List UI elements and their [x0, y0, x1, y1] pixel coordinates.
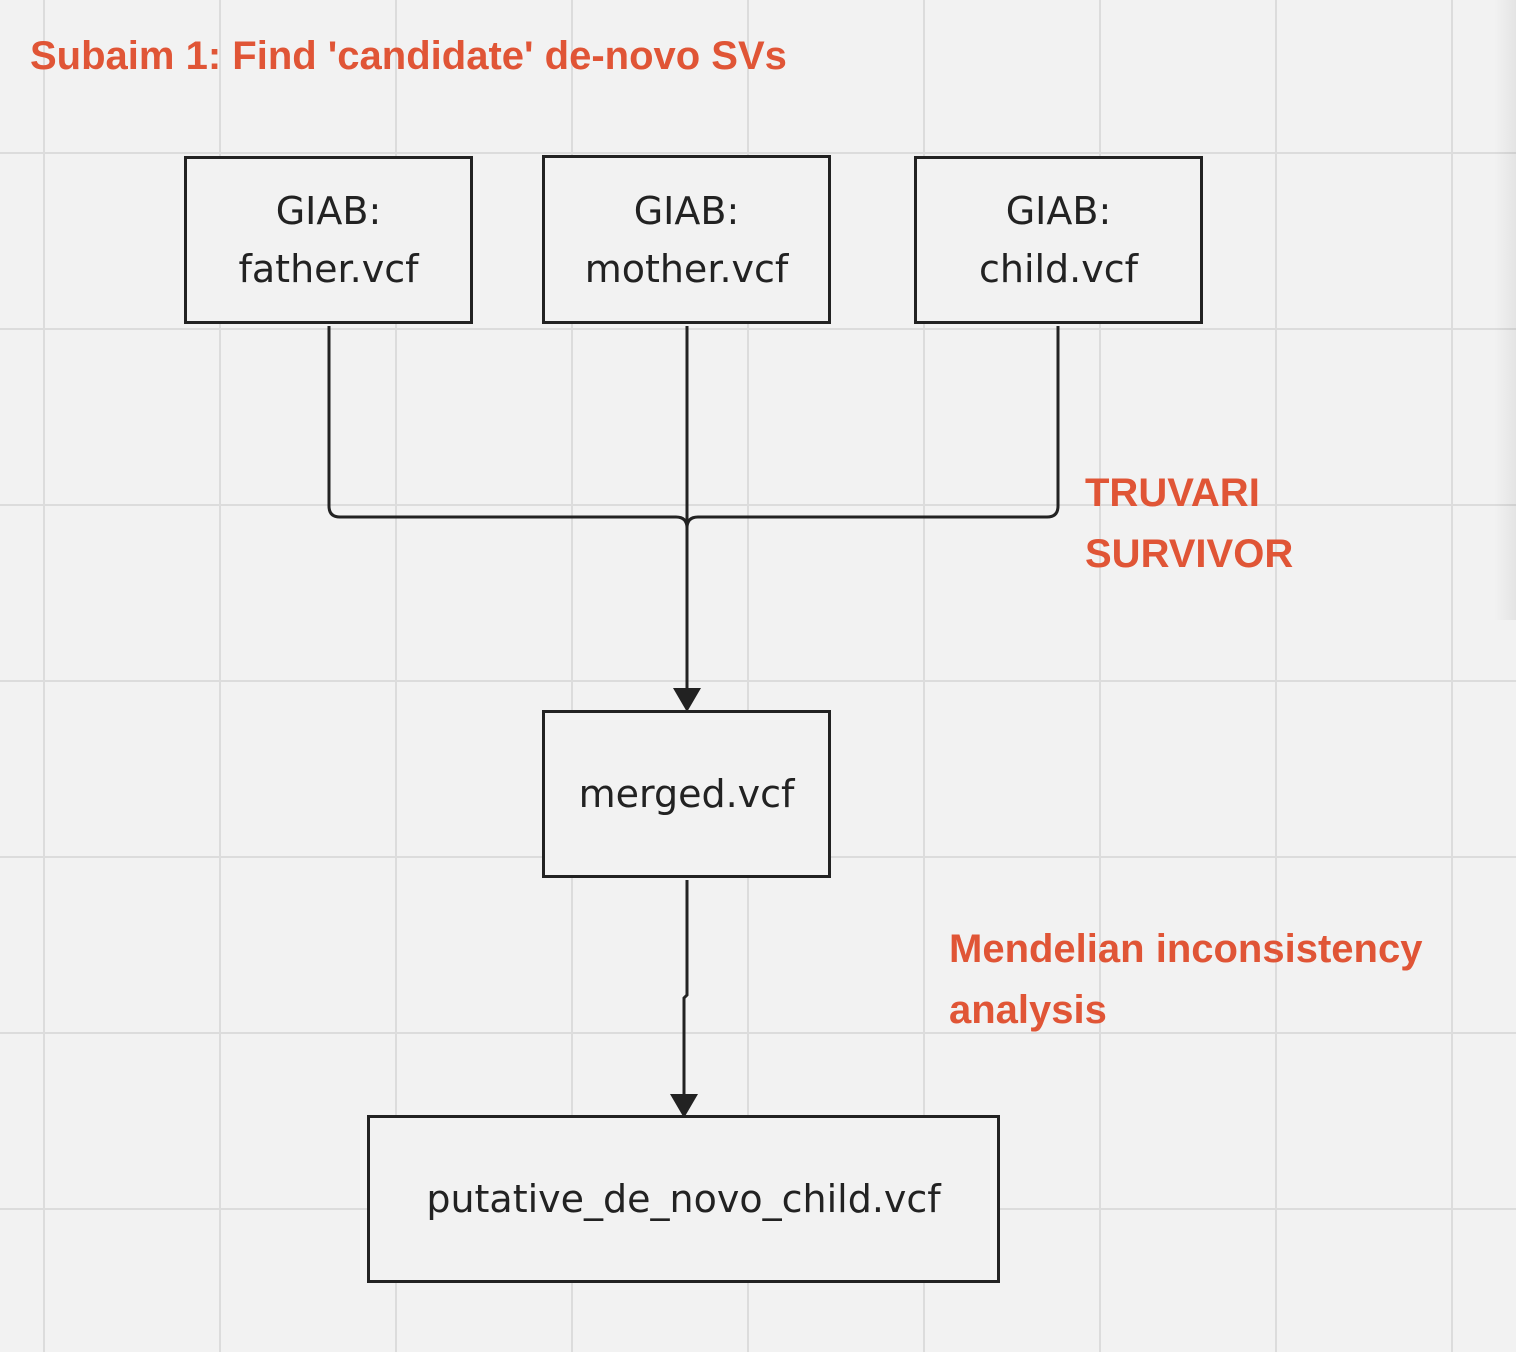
- node-mother-line1: GIAB:: [633, 188, 740, 233]
- node-putative-de-novo-child-vcf[interactable]: putative_de_novo_child.vcf: [367, 1115, 1000, 1283]
- merge-step-label: TRUVARI SURVIVOR: [1085, 463, 1293, 585]
- node-mother-line2: mother.vcf: [584, 246, 789, 291]
- edge-merged-to-output: [682, 880, 689, 1096]
- node-child-line1: GIAB:: [1005, 189, 1112, 233]
- merge-tool-survivor: SURVIVOR: [1085, 532, 1294, 576]
- diagram-title: Subaim 1: Find 'candidate' de-novo SVs: [30, 34, 787, 78]
- node-output-label: putative_de_novo_child.vcf: [426, 1177, 941, 1221]
- node-mother-vcf[interactable]: GIAB: mother.vcf: [542, 155, 831, 324]
- merge-tool-truvari: TRUVARI: [1085, 471, 1260, 515]
- node-merged-vcf[interactable]: merged.vcf: [542, 710, 831, 878]
- node-child-vcf[interactable]: GIAB: child.vcf: [914, 156, 1203, 324]
- node-merged-label: merged.vcf: [578, 772, 795, 816]
- analysis-step-label: Mendelian inconsistency analysis: [949, 919, 1422, 1041]
- arrowhead-to-output: [670, 1094, 698, 1118]
- node-father-line1: GIAB:: [275, 189, 382, 233]
- node-father-vcf[interactable]: GIAB: father.vcf: [184, 156, 473, 324]
- arrowhead-to-merged: [673, 688, 701, 712]
- canvas-edge-shadow: [1494, 0, 1516, 620]
- edge-father-to-merged: [327, 326, 689, 690]
- analysis-step-line2: analysis: [949, 988, 1107, 1032]
- analysis-step-line1: Mendelian inconsistency: [949, 927, 1423, 971]
- edge-child-to-merged: [685, 326, 1060, 529]
- node-father-line2: father.vcf: [238, 247, 419, 291]
- node-child-line2: child.vcf: [978, 247, 1139, 291]
